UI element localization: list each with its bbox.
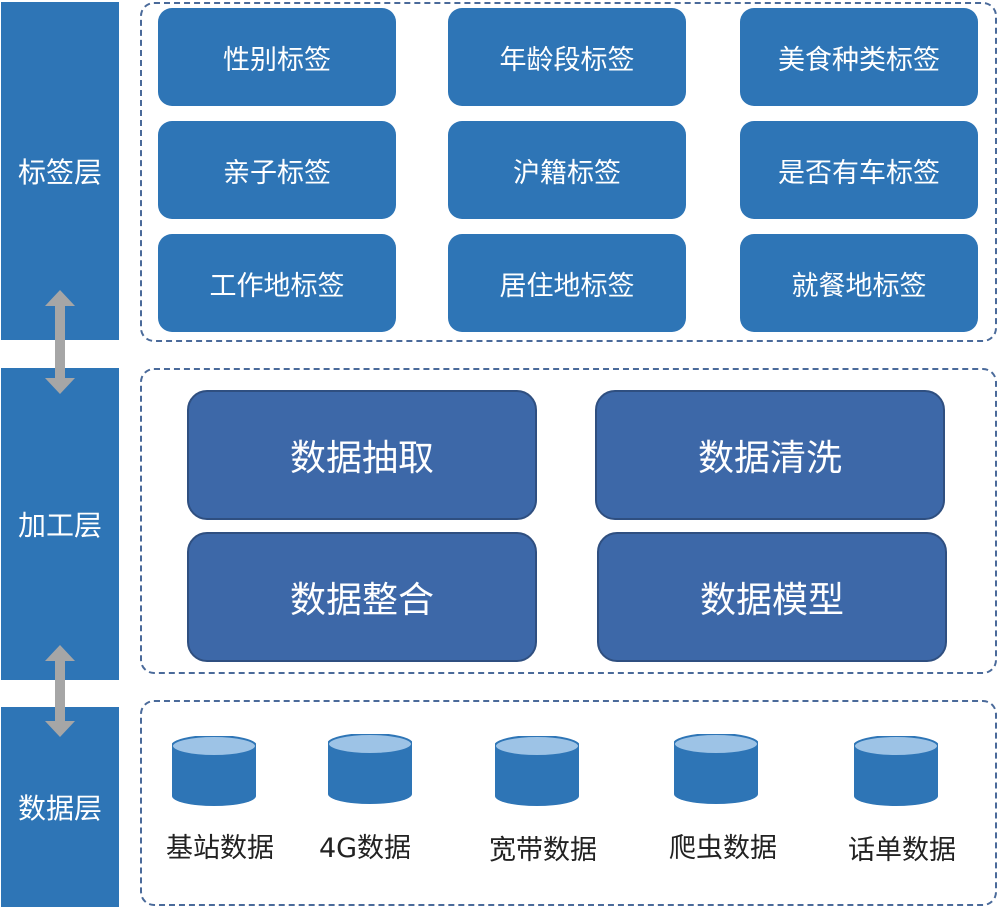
tag-residence: 居住地标签 [448, 234, 686, 332]
tag-parent-child: 亲子标签 [158, 121, 396, 219]
process-cleaning: 数据清洗 [595, 390, 945, 520]
process-panel [140, 368, 997, 674]
double-arrow-icon-lower [45, 645, 75, 737]
data-panel [140, 700, 997, 906]
source-label-broadband: 宽带数据 [489, 835, 597, 866]
source-label-4g: 4G数据 [318, 833, 412, 864]
tag-has-car: 是否有车标签 [740, 121, 978, 219]
tag-age-group: 年龄段标签 [448, 8, 686, 106]
layer-label-data: 数据层 [1, 707, 119, 907]
tag-shanghai-residency: 沪籍标签 [448, 121, 686, 219]
database-icon-broadband [495, 736, 579, 806]
source-label-call-records: 话单数据 [848, 835, 956, 866]
source-label-crawler: 爬虫数据 [669, 833, 777, 864]
source-label-base-station: 基站数据 [166, 833, 274, 864]
tag-panel [140, 2, 997, 342]
tag-workplace: 工作地标签 [158, 234, 396, 332]
layer-label-process: 加工层 [1, 368, 119, 680]
process-model: 数据模型 [597, 532, 947, 662]
tag-food-type: 美食种类标签 [740, 8, 978, 106]
database-icon-base-station [172, 736, 256, 806]
double-arrow-icon-upper [45, 290, 75, 394]
tag-dining-location: 就餐地标签 [740, 234, 978, 332]
database-icon-4g [328, 734, 412, 804]
tag-gender: 性别标签 [158, 8, 396, 106]
database-icon-crawler [674, 734, 758, 804]
layer-label-tag: 标签层 [1, 2, 119, 340]
process-integration: 数据整合 [187, 532, 537, 662]
database-icon-call-records [854, 736, 938, 806]
process-extraction: 数据抽取 [187, 390, 537, 520]
